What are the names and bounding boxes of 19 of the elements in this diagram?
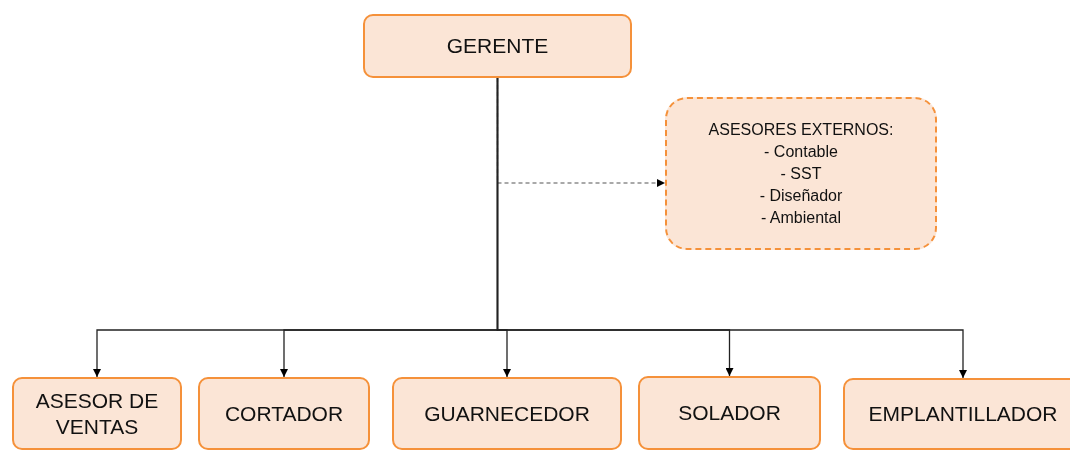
list-item: - Contable: [764, 141, 838, 162]
role-box: [843, 378, 1070, 450]
role-box: [363, 14, 632, 78]
list-item: - Diseñador: [759, 185, 843, 206]
role-label: SOLADOR: [677, 400, 782, 426]
advisors-box: [665, 97, 937, 250]
box-heading: ASESORES EXTERNOS:: [708, 119, 894, 140]
role-box: [198, 377, 370, 450]
role-box: [638, 376, 821, 450]
list-item: - Ambiental: [760, 207, 841, 228]
role-label: EMPLANTILLADOR: [867, 401, 1059, 427]
role-label: GERENTE: [445, 33, 550, 59]
role-box: [12, 377, 182, 450]
role-label: ASESOR DE VENTAS: [34, 387, 160, 440]
role-label: GUARNECEDOR: [423, 400, 591, 427]
list-item: - SST: [780, 163, 822, 184]
arrow: [496, 77, 967, 379]
role-label: CORTADOR: [223, 400, 345, 427]
role-box: [392, 377, 622, 450]
